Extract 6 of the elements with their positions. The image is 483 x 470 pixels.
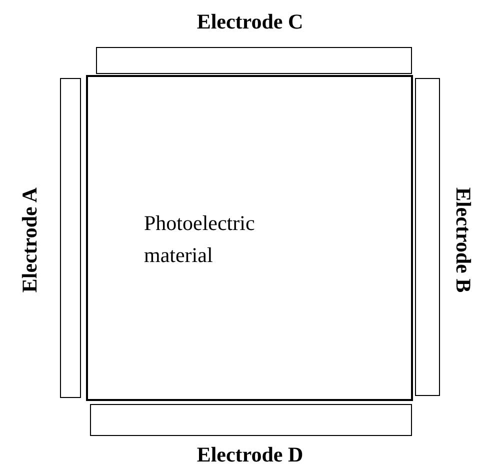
electrode-label: Electrode A <box>20 187 40 293</box>
electrode-label: Electrode B <box>452 187 474 293</box>
material-label: Photoelectric material <box>144 210 256 269</box>
electrode-label: Electrode D <box>196 444 304 466</box>
material-square <box>86 75 413 401</box>
electrode-label: Electrode C <box>196 12 304 32</box>
